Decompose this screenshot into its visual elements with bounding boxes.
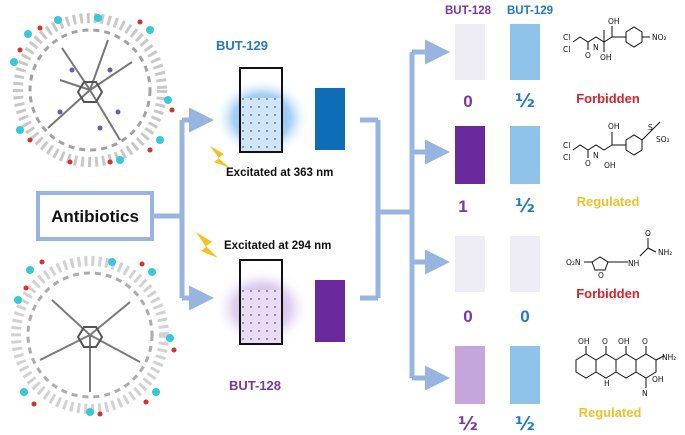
result-row: 0 0 — [455, 236, 540, 326]
atom-oh: OH — [618, 337, 630, 346]
but129-emission-block — [315, 88, 345, 150]
atom-nh: NH — [628, 259, 639, 268]
but129-signal-block — [510, 346, 540, 404]
atom-oh: OH — [600, 53, 612, 62]
status-label: Regulated — [579, 405, 642, 420]
antibiotics-label: Antibiotics — [51, 207, 139, 226]
but128-signal-block — [455, 126, 485, 184]
atom-o: O — [642, 337, 648, 346]
but129-value: 0 — [520, 307, 529, 326]
but128-signal-block — [455, 346, 485, 404]
atom-s: S — [648, 123, 653, 132]
atom-n: N — [593, 151, 599, 160]
result-row: ½ ½ — [455, 346, 540, 435]
atom-o: O — [585, 159, 591, 168]
atom-o: O — [598, 271, 604, 280]
atom-oh: OH — [608, 122, 620, 131]
but128-signal-block — [455, 24, 485, 80]
status-label: Forbidden — [576, 91, 640, 106]
excitation-294-label: Excitated at 294 nm — [224, 240, 331, 252]
but128-value: 0 — [463, 92, 472, 111]
atom-o: O — [585, 51, 591, 60]
chem-structure-2: Cl Cl O N OH OH S SO₂ — [563, 121, 670, 170]
group-label: NO₂ — [652, 33, 667, 42]
but129-signal-block — [510, 24, 540, 80]
cuvette-icon — [239, 67, 283, 153]
but129-value: ½ — [515, 195, 535, 217]
but129-signal-block — [510, 126, 540, 184]
atom-n: N — [593, 43, 599, 52]
atom-oh: OH — [578, 337, 590, 346]
but128-title: BUT-128 — [229, 378, 281, 393]
lightning-icon — [210, 146, 230, 168]
result-row: 1 ½ — [455, 126, 540, 217]
group-label: NH₂ — [662, 353, 676, 362]
col-header-but129: BUT-129 — [507, 5, 553, 17]
atom-o: O — [602, 337, 608, 346]
result-row: 0 ½ — [455, 24, 540, 112]
but129-signal-block — [510, 236, 540, 292]
group-label: SO₂ — [656, 135, 670, 144]
atom-cl: Cl — [563, 33, 570, 42]
atom-n: N — [642, 389, 648, 398]
status-label: Regulated — [577, 194, 640, 209]
flow-arrows — [152, 39, 450, 391]
but129-title: BUT-129 — [216, 38, 268, 53]
but128-signal-block — [455, 236, 485, 292]
atom-o2n: O₂N — [566, 258, 581, 267]
but128-emission-block — [315, 280, 345, 342]
chem-structure-3: O₂N O NH O NH₂ — [566, 229, 672, 280]
atom-h: H — [604, 379, 610, 388]
but128-value: 1 — [458, 197, 467, 216]
atom-oh: OH — [608, 17, 620, 26]
but128-value: ½ — [458, 413, 478, 435]
excitation-363-label: Excitated at 363 nm — [226, 167, 333, 179]
chem-structure-4: OH O OH O NH₂ OH H N — [575, 337, 676, 398]
atom-cl: Cl — [563, 153, 570, 162]
but128-value: 0 — [463, 307, 472, 326]
mof-cage-top — [10, 13, 175, 167]
lightning-icon — [196, 232, 218, 258]
antibiotics-box — [36, 191, 154, 241]
status-label: Forbidden — [576, 286, 640, 301]
group-label: NH₂ — [658, 248, 672, 257]
atom-oh: OH — [652, 375, 664, 384]
atom-cl: Cl — [563, 141, 570, 150]
chem-structure-1: Cl Cl O N OH OH NO₂ — [563, 17, 667, 62]
atom-o: O — [645, 229, 651, 238]
atom-oh: OH — [604, 161, 616, 170]
mof-cage-bottom — [11, 256, 177, 417]
col-header-but128: BUT-128 — [445, 5, 492, 17]
atom-cl: Cl — [563, 45, 570, 54]
cuvette-icon — [239, 259, 283, 345]
but129-value: ½ — [515, 413, 535, 435]
but129-value: ½ — [515, 90, 535, 112]
